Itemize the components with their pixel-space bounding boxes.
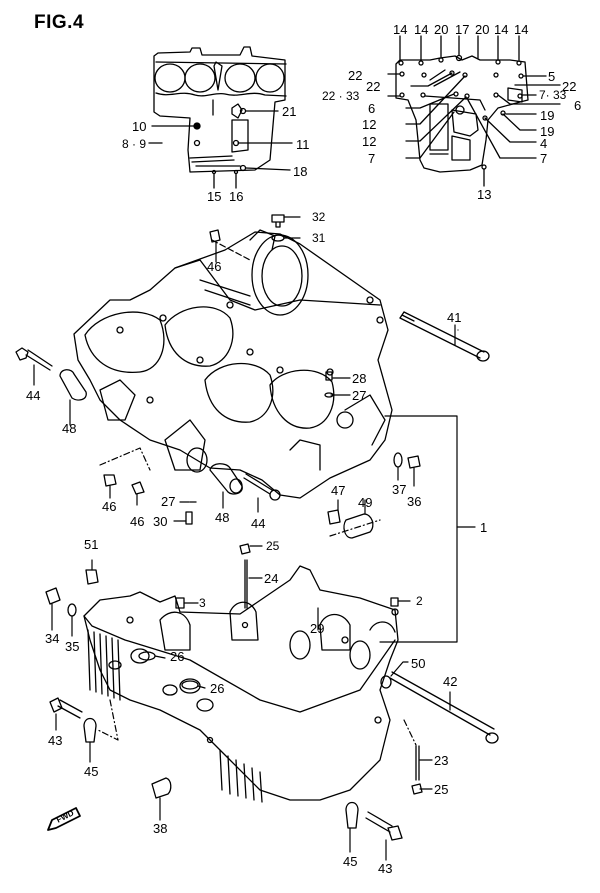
callout-10: 10 [132,119,147,134]
callout-31: 31 [312,231,326,245]
callout-38: 38 [153,821,168,836]
callout-43: 43 [48,733,63,748]
callout-46: 46 [102,499,117,514]
callout-42: 42 [443,674,458,689]
callout-22: 22 [562,79,577,94]
callout-26: 26 [210,681,225,696]
callout-14: 14 [494,22,509,37]
callout-19: 19 [540,108,555,123]
callout-13: 13 [477,187,492,202]
callout-7: 7 [540,151,548,166]
callout-20: 20 [475,22,490,37]
callout-14: 14 [393,22,408,37]
callout-28: 28 [352,371,367,386]
callout-25: 25 [434,782,449,797]
callout-12: 12 [362,134,377,149]
callout-25: 25 [266,539,280,553]
callout-22-33: 22 · 33 [322,89,360,103]
callout-2: 2 [416,594,423,608]
callout-45: 45 [84,764,99,779]
callout-4: 4 [540,136,548,151]
callout-14: 14 [414,22,429,37]
upper-crankcase-inset [148,46,293,189]
callout-8-9: 8 · 9 [122,137,147,151]
callout-14: 14 [514,22,529,37]
small-parts [15,214,499,841]
callout-43: 43 [378,861,393,876]
callout-46: 46 [130,514,145,529]
callout-37: 37 [392,482,407,497]
callout-22: 22 [366,79,381,94]
callout-48: 48 [215,510,230,525]
callout-5: 5 [548,69,556,84]
callout-29: 29 [310,621,325,636]
callout-7: 7 [368,151,376,166]
callout-17: 17 [455,22,470,37]
callout-27: 27 [161,494,176,509]
callout-36: 36 [407,494,422,509]
callout-7-33: 7· 33 [539,88,567,102]
figure-title: FIG.4 [34,12,85,33]
callout-21: 21 [282,104,297,119]
callout-24: 24 [264,571,279,586]
callout-18: 18 [293,164,308,179]
callout-50: 50 [411,656,426,671]
callout-1: 1 [480,520,488,535]
callout-44: 44 [251,516,266,531]
lower-crankcase-inset [387,35,561,187]
callout-19: 19 [540,124,555,139]
callout-30: 30 [153,514,168,529]
lower-crankcase [83,565,399,803]
leader-lines [33,216,476,861]
callout-49: 49 [358,495,373,510]
callout-6: 6 [368,101,376,116]
callout-45: 45 [343,854,358,869]
callout-16: 16 [229,189,244,204]
callout-11: 11 [296,137,310,152]
callout-23: 23 [434,753,449,768]
callout-3: 3 [199,596,206,610]
callout-12: 12 [362,117,377,132]
callout-27: 27 [352,388,367,403]
callout-44: 44 [26,388,41,403]
callout-46: 46 [207,259,222,274]
upper-crankcase [73,229,393,499]
callout-34: 34 [45,631,60,646]
callout-20: 20 [434,22,449,37]
callout-47: 47 [331,483,346,498]
callout-35: 35 [65,639,80,654]
callout-6: 6 [574,98,582,113]
callout-48: 48 [62,421,77,436]
callout-15: 15 [207,189,222,204]
callout-22: 22 [348,68,363,83]
callout-51: 51 [84,537,99,552]
callout-26: 26 [170,649,185,664]
callout-41: 41 [447,310,462,325]
callout-32: 32 [312,210,326,224]
